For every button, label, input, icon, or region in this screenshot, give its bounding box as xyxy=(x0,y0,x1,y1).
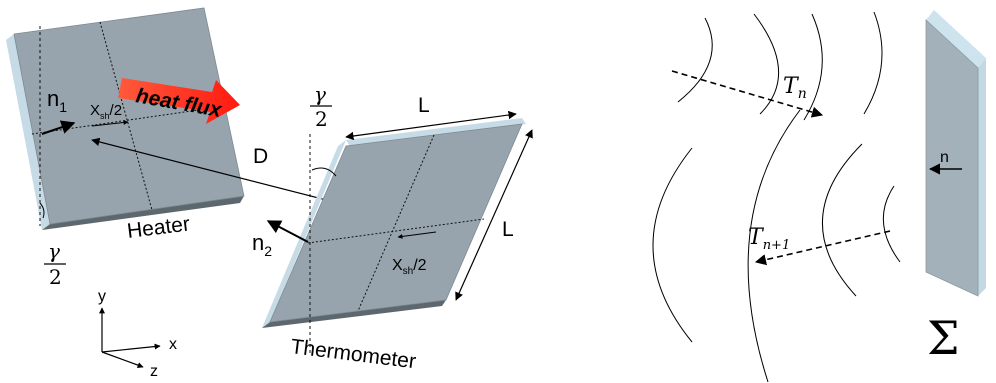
heater-normal-label: n1 xyxy=(47,86,67,115)
axis-z-arrow xyxy=(101,351,144,368)
wavefront-curve xyxy=(822,143,863,297)
distance-label: D xyxy=(253,145,268,168)
axis-x-arrow xyxy=(101,343,161,353)
thermometer-plate-bottom-edge xyxy=(262,300,446,328)
heater-angle-numerator: γ xyxy=(48,239,60,263)
thermometer-normal-label: n2 xyxy=(252,230,272,259)
wavefront-curve xyxy=(677,17,713,103)
thermometer-center-line-horizontal xyxy=(307,218,485,244)
heater-shift-arrow xyxy=(91,120,129,127)
ray-tn1-arrow xyxy=(754,230,891,266)
wavefront-curve xyxy=(747,109,801,383)
wavefronts xyxy=(652,11,901,383)
surface-plate xyxy=(925,10,986,297)
heater-normal-arrow xyxy=(41,120,76,135)
surface-top-edge xyxy=(926,10,986,68)
ray-tn-arrow xyxy=(671,70,824,118)
wavefront-curve xyxy=(863,11,883,115)
thermometer-label: Thermometer xyxy=(289,335,417,373)
length-side-arrow xyxy=(455,129,533,301)
axis-z-label: z xyxy=(150,363,158,380)
thermometer-angle-denominator: 2 xyxy=(315,107,328,131)
ray-tn-label: Tn xyxy=(783,74,807,102)
length-top-arrow xyxy=(345,110,517,141)
wavefront-curve xyxy=(882,185,901,263)
heater-center-line-vertical xyxy=(99,21,153,211)
surface-face xyxy=(925,19,979,297)
ray-tn1-label: Tn+1 xyxy=(748,225,790,253)
surface-side-edge xyxy=(978,58,986,296)
heater-angle-arc xyxy=(39,202,45,219)
axis-x-label: x xyxy=(169,336,177,353)
heater-angle-denominator: 2 xyxy=(49,265,62,289)
heater-shift-label: Xsh/2 xyxy=(90,102,122,121)
thermometer-angle-fraction: γ 2 xyxy=(310,82,332,131)
heater-angle-fraction: γ 2 xyxy=(44,239,66,289)
length-top-label: L xyxy=(418,94,430,117)
heat-flux-arrow xyxy=(118,78,240,124)
thermometer-plate-left-edge xyxy=(262,140,346,328)
coordinate-axes: y x z xyxy=(98,288,177,380)
wavefront-curve xyxy=(652,147,693,343)
wavefront-curve xyxy=(753,13,779,115)
thermometer-shift-label: Xsh/2 xyxy=(392,257,427,277)
surface-normal-label: n xyxy=(940,149,949,166)
heater-plate-left-edge xyxy=(6,34,50,230)
thermometer-angle-numerator: γ xyxy=(314,82,326,106)
thermometer-normal-arrow xyxy=(266,220,309,243)
wavefront-curve xyxy=(803,13,823,121)
axis-y-label: y xyxy=(98,288,106,305)
thermometer-angle-arc xyxy=(311,167,337,177)
thermometer-plate xyxy=(262,118,526,328)
surface-sigma-label: Σ xyxy=(927,311,960,365)
thermometer-shift-arrow xyxy=(397,231,437,239)
length-side-label: L xyxy=(502,218,514,241)
